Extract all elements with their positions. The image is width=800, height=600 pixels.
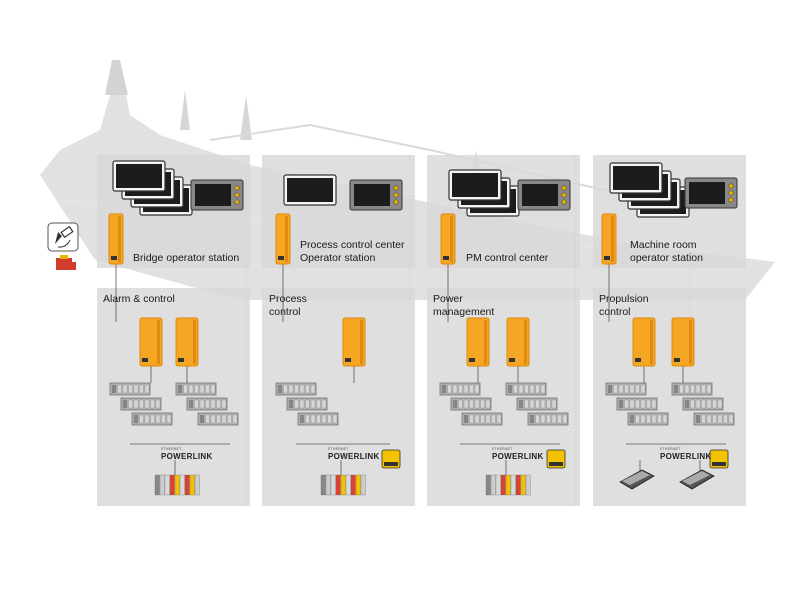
powerlink-logo-4: POWERLINK xyxy=(660,452,712,461)
io-module-stack-s3-2 xyxy=(505,382,569,426)
warning-equipment-icon xyxy=(56,255,76,270)
safety-io-rail-1 xyxy=(154,474,200,496)
controller-cabinet-section1-1 xyxy=(139,317,163,367)
station-label-pm-control-center: PM control center xyxy=(466,252,549,264)
servo-drive-4b xyxy=(679,469,715,490)
powerlink-logo-2: POWERLINK xyxy=(328,452,380,461)
monitor-stack-bridge xyxy=(112,160,193,216)
section-label-power-management: Power management xyxy=(433,293,495,318)
satellite-icon xyxy=(47,222,79,252)
safety-controller-3 xyxy=(546,449,566,469)
io-module-stack-s4-2 xyxy=(671,382,735,426)
section-label-propulsion-control: Propulsion control xyxy=(599,293,649,318)
controller-cabinet-section3-1 xyxy=(466,317,490,367)
controller-cabinet-section4-2 xyxy=(671,317,695,367)
io-module-stack-s4-1 xyxy=(605,382,669,426)
controller-cabinet-process-station xyxy=(275,213,291,265)
powerlink-logo-3: POWERLINK xyxy=(492,452,544,461)
io-module-stack-s2-1 xyxy=(275,382,339,426)
powerlink-logo-1: POWERLINK xyxy=(161,452,213,461)
safety-controller-2 xyxy=(381,449,401,469)
section-label-alarm-control: Alarm & control xyxy=(103,293,175,305)
safety-io-rail-2 xyxy=(320,474,366,496)
station-label-process-control-center: Process control center Operator station xyxy=(300,239,405,264)
safety-io-rail-3 xyxy=(485,474,531,496)
safety-controller-4 xyxy=(709,449,729,469)
controller-cabinet-pm-station xyxy=(440,213,456,265)
powerlink-prefix-2: ETHERNET xyxy=(328,447,349,451)
powerlink-prefix-3: ETHERNET xyxy=(492,447,513,451)
control-panel-3 xyxy=(427,288,580,506)
panel-display-process-center xyxy=(349,179,403,211)
panel-display-pm xyxy=(517,179,571,211)
section-label-process-control: Process control xyxy=(269,293,307,318)
controller-cabinet-machine-room-station xyxy=(601,213,617,265)
controller-cabinet-bridge-station xyxy=(108,213,124,265)
io-module-stack-s1-2 xyxy=(175,382,239,426)
connection-lines xyxy=(115,155,726,505)
control-panel-1 xyxy=(97,288,250,506)
monitor-stack-pm xyxy=(448,169,520,217)
powerlink-prefix-4: ETHERNET xyxy=(660,447,681,451)
devices xyxy=(108,160,738,496)
powerlink-prefix-1: ETHERNET xyxy=(161,447,182,451)
monitor-stack-machine-room xyxy=(609,162,690,218)
controller-cabinet-section2-1 xyxy=(342,317,366,367)
panel-display-machine-room xyxy=(684,177,738,209)
io-module-stack-s1-1 xyxy=(109,382,173,426)
control-panel-4 xyxy=(593,288,746,506)
panel-display-bridge xyxy=(190,179,244,211)
controller-cabinet-section1-2 xyxy=(175,317,199,367)
io-module-stack-s3-1 xyxy=(439,382,503,426)
control-panel-2 xyxy=(262,288,415,506)
controller-cabinet-section3-2 xyxy=(506,317,530,367)
controller-cabinet-section4-1 xyxy=(632,317,656,367)
station-label-bridge: Bridge operator station xyxy=(133,252,240,264)
station-label-machine-room: Machine room operator station xyxy=(630,239,703,264)
servo-drive-4a xyxy=(619,469,655,490)
